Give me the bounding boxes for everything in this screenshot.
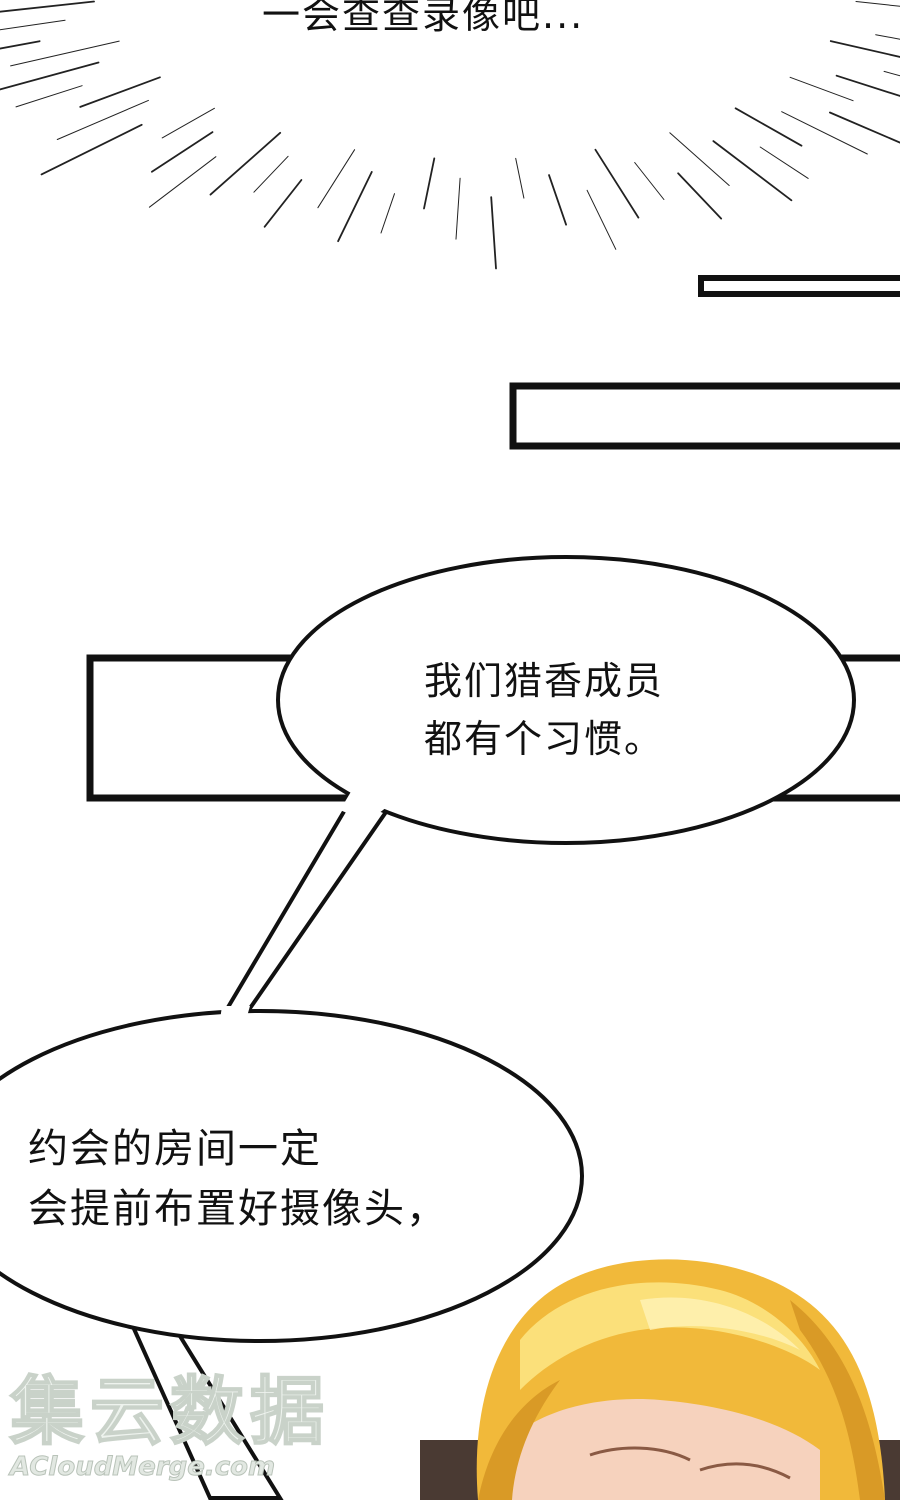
emphasis-burst-lines bbox=[0, 0, 900, 270]
burst-line bbox=[0, 40, 41, 50]
burst-line bbox=[148, 156, 217, 208]
burst-line bbox=[515, 157, 525, 199]
burst-line bbox=[56, 99, 149, 140]
character-blonde-man bbox=[420, 1259, 900, 1500]
burst-line bbox=[634, 162, 665, 200]
burst-line bbox=[0, 0, 95, 13]
burst-line bbox=[0, 0, 16, 2]
burst-line bbox=[677, 172, 723, 220]
burst-line bbox=[150, 131, 214, 173]
bubble-upper-line-2: 都有个习惯。 bbox=[424, 717, 665, 761]
panel-frame-medium bbox=[509, 382, 900, 450]
burst-line bbox=[855, 1, 900, 7]
top-caption-text: 一会查查录像吧... bbox=[262, 0, 585, 37]
burst-line bbox=[0, 19, 66, 31]
burst-line bbox=[40, 123, 143, 176]
burst-line bbox=[423, 157, 436, 210]
speech-bubble-lower bbox=[0, 1009, 584, 1343]
burst-line bbox=[10, 40, 120, 67]
burst-line bbox=[789, 76, 854, 102]
burst-line bbox=[263, 179, 303, 228]
burst-line bbox=[15, 85, 83, 108]
burst-line bbox=[669, 132, 730, 186]
burst-line bbox=[0, 61, 100, 91]
burst-line bbox=[586, 189, 617, 250]
burst-line bbox=[548, 174, 567, 226]
bubble-lower-line-1: 约会的房间一定 bbox=[28, 1126, 322, 1172]
burst-line bbox=[380, 193, 395, 234]
burst-line bbox=[337, 170, 373, 243]
burst-line bbox=[759, 146, 809, 179]
burst-line bbox=[712, 140, 793, 202]
burst-line bbox=[594, 148, 640, 219]
burst-line bbox=[317, 149, 356, 209]
burst-line bbox=[781, 111, 868, 155]
burst-line bbox=[829, 40, 900, 58]
watermark-chinese: 集云数据 bbox=[9, 1368, 330, 1456]
burst-line bbox=[734, 107, 803, 147]
burst-line bbox=[829, 111, 900, 144]
burst-line bbox=[490, 196, 497, 270]
burst-line bbox=[253, 155, 289, 193]
speech-bubble-upper-tail bbox=[220, 795, 390, 1016]
watermark-english: ACloudMerge.com bbox=[9, 1452, 276, 1483]
burst-line bbox=[79, 76, 161, 108]
burst-line bbox=[875, 34, 900, 40]
burst-line bbox=[161, 107, 215, 139]
burst-line bbox=[835, 74, 900, 97]
burst-line bbox=[455, 177, 461, 240]
bubble-upper-line-1: 我们猎香成员 bbox=[424, 659, 665, 703]
panel-frame-thin bbox=[698, 275, 900, 297]
burst-line bbox=[209, 131, 282, 196]
speech-bubble-upper bbox=[276, 555, 856, 845]
bubble-lower-line-2: 会提前布置好摄像头， bbox=[28, 1186, 448, 1232]
